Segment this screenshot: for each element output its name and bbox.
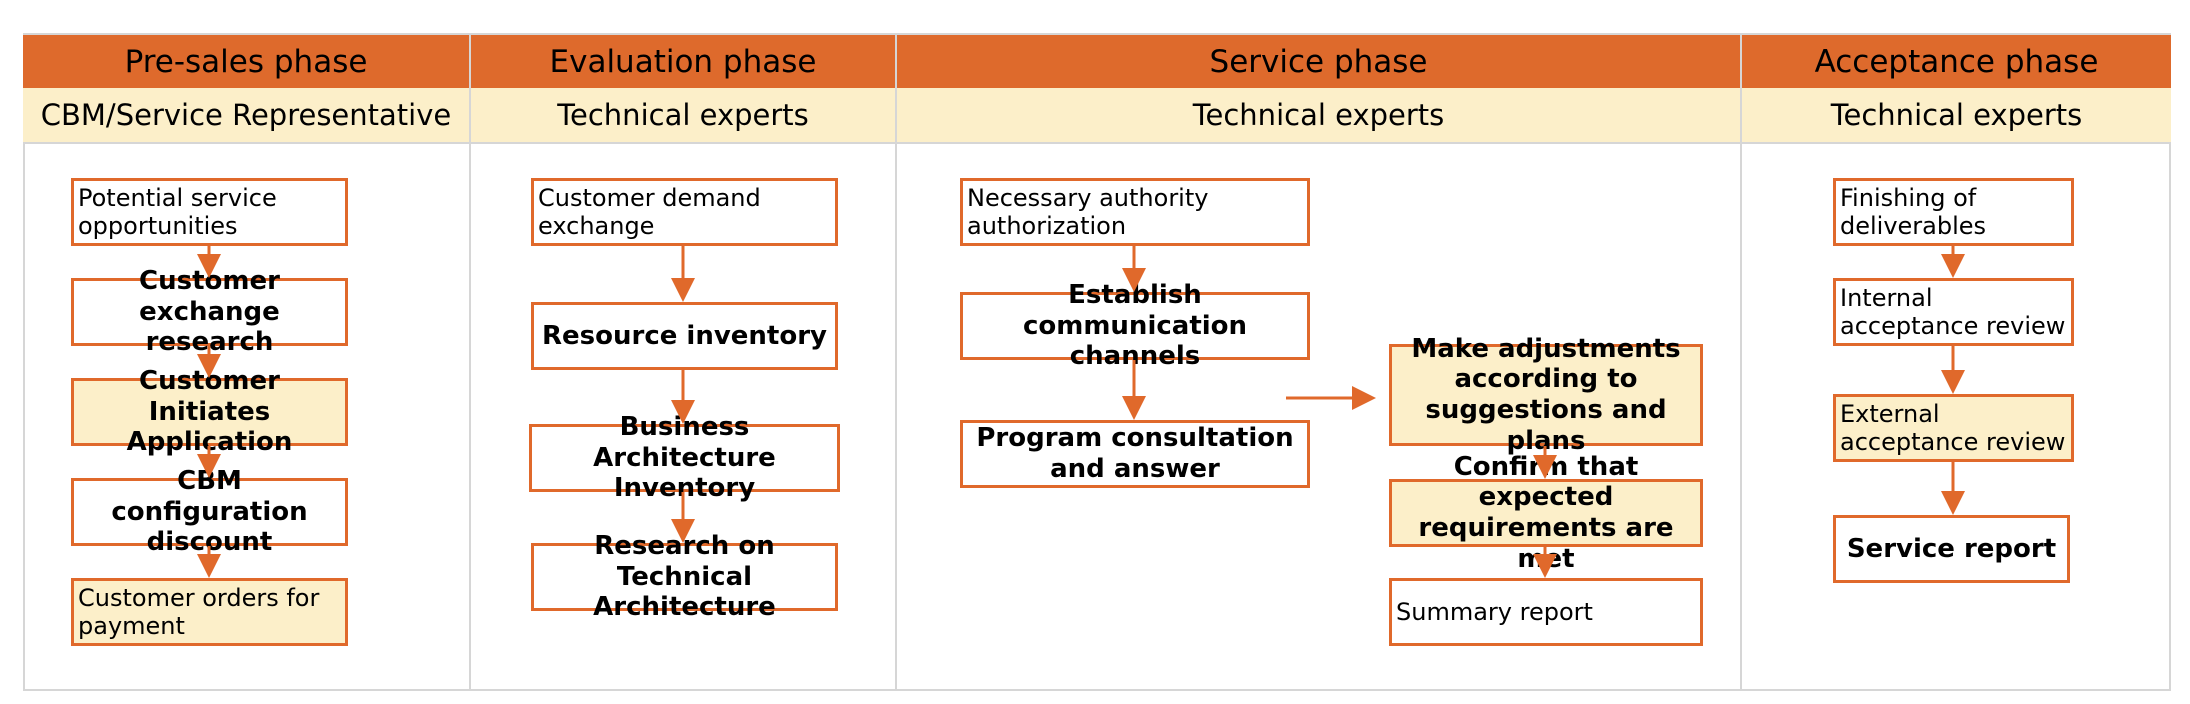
step-research-technical-architecture: Research on Technical Architecture	[531, 531, 838, 622]
role-presales: CBM/Service Representative	[23, 88, 469, 144]
step-customer-demand-exchange: Customer demand exchange	[531, 178, 838, 246]
step-make-adjustments: Make adjustments according to suggestion…	[1389, 334, 1703, 456]
role-acceptance: Technical experts	[1742, 88, 2171, 144]
phase-header-presales: Pre-sales phase	[23, 33, 469, 88]
step-potential-service-opportunities: Potential service opportunities	[71, 178, 348, 246]
step-customer-exchange-research: Customer exchange research	[71, 266, 348, 357]
role-evaluation: Technical experts	[471, 88, 895, 144]
role-service: Technical experts	[897, 88, 1740, 144]
phase-header-acceptance: Acceptance phase	[1742, 33, 2171, 88]
step-external-acceptance-review: External acceptance review	[1833, 394, 2074, 462]
column-divider	[469, 33, 471, 691]
step-summary-report: Summary report	[1389, 578, 1703, 646]
step-establish-communication-channels: Establish communication channels	[960, 280, 1310, 371]
step-confirm-expected-requirements: Confirm that expected requirements are m…	[1389, 452, 1703, 574]
step-cbm-configuration-discount: CBM configuration discount	[71, 466, 348, 557]
step-service-report: Service report	[1833, 515, 2070, 583]
phase-header-service: Service phase	[897, 33, 1740, 88]
step-resource-inventory: Resource inventory	[531, 302, 838, 370]
phase-header-evaluation: Evaluation phase	[471, 33, 895, 88]
column-divider	[895, 33, 897, 691]
step-internal-acceptance-review: Internal acceptance review	[1833, 278, 2074, 346]
step-necessary-authority-authorization: Necessary authority authorization	[960, 178, 1310, 246]
step-finishing-of-deliverables: Finishing of deliverables	[1833, 178, 2074, 246]
step-customer-orders-for-payment: Customer orders for payment	[71, 578, 348, 646]
step-program-consultation-and-answer: Program consultation and answer	[960, 420, 1310, 488]
column-divider	[1740, 33, 1742, 691]
step-customer-initiates-application: Customer Initiates Application	[71, 366, 348, 457]
